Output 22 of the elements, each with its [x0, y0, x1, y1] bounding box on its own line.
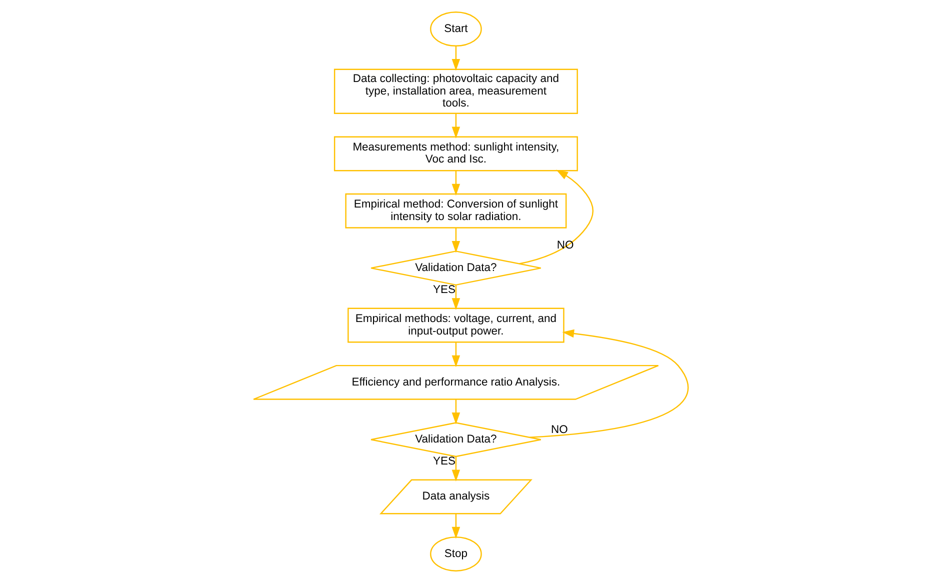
arrow	[518, 170, 594, 264]
arrow	[451, 170, 460, 196]
arrow	[451, 399, 460, 424]
node-diamond: Validation Data?	[370, 422, 541, 458]
node-ellipse: Stop	[430, 536, 482, 572]
arrow	[529, 329, 688, 438]
arrow	[451, 514, 460, 539]
arrow	[451, 113, 460, 139]
edge-label: YES	[432, 456, 455, 468]
arrow	[451, 228, 460, 253]
arrow	[451, 46, 460, 71]
edge-label: YES	[432, 284, 455, 296]
node-box: Data collecting: photovoltaic capacity and type, installation area, measurement tools.	[333, 68, 578, 114]
arrow	[451, 285, 460, 310]
arrow	[451, 456, 460, 482]
arrow	[451, 342, 460, 368]
node-diamond: Validation Data?	[370, 250, 541, 286]
node-box: Empirical methods: voltage, current, and input-output power.	[347, 308, 564, 343]
edge-label: NO	[550, 424, 568, 436]
node-box: Empirical method: Conversion of sunlight intensity to solar radiation.	[344, 193, 566, 228]
node-ellipse: Start	[430, 12, 482, 47]
node-box: Measurements method: sunlight intensity, Voc and Isc.	[333, 136, 578, 172]
